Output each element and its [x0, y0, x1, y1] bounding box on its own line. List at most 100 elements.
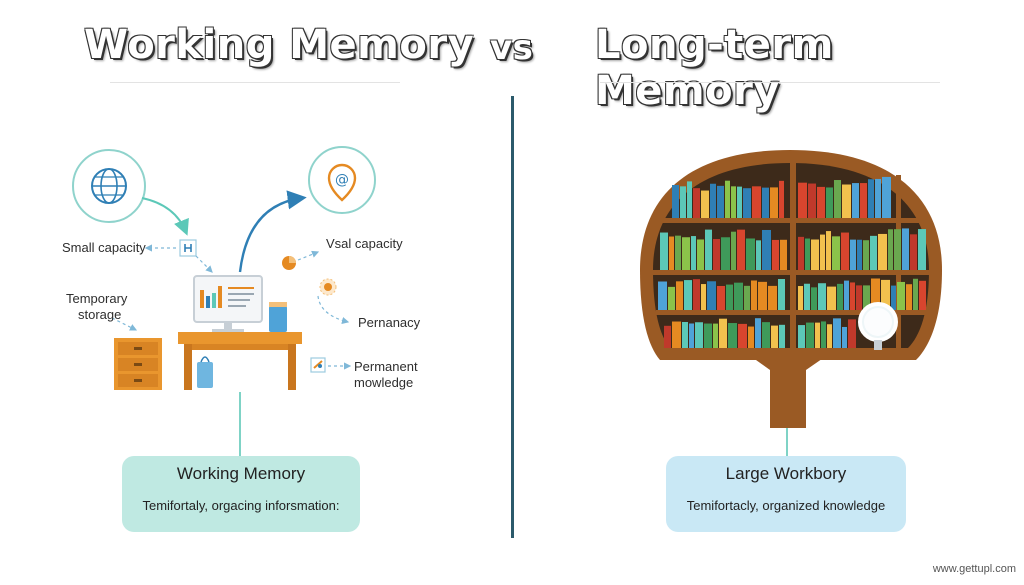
book-spine — [798, 182, 807, 218]
book-spine — [804, 283, 810, 310]
book-spine — [668, 286, 675, 310]
book-spine — [811, 287, 817, 310]
book-spine — [717, 185, 724, 218]
book-spine — [713, 239, 720, 270]
book-spine — [743, 188, 751, 218]
book-spine — [672, 185, 679, 218]
book-spine — [856, 285, 862, 310]
book-spine — [684, 280, 692, 310]
book-spine — [837, 283, 843, 310]
book-spine — [798, 286, 803, 310]
book-spine — [746, 238, 755, 270]
book-spine — [693, 188, 700, 218]
vs-label: vs — [490, 28, 534, 68]
book-spine — [834, 180, 841, 218]
book-spine — [863, 285, 870, 310]
book-spine — [675, 235, 681, 270]
label-vsal-capacity: Vsal capacity — [326, 236, 403, 251]
book-spine — [826, 187, 833, 218]
book-spine — [841, 232, 849, 270]
working-memory-card-text: Temifortaly, orgacing inforsmation: — [142, 498, 340, 513]
book-spine — [894, 229, 901, 270]
bag-icon — [197, 356, 213, 388]
book-spine — [771, 325, 778, 348]
label-small-capacity: Small capacity — [62, 240, 146, 255]
book-spine — [707, 281, 716, 310]
book-spine — [891, 285, 896, 310]
book-spine — [704, 323, 712, 348]
label-pernanacy: Pernanacy — [358, 315, 421, 330]
book-spine — [811, 239, 819, 270]
book-spine — [752, 186, 761, 218]
book-spine — [875, 178, 881, 218]
bookshelf-tree-icon — [640, 150, 942, 428]
working-memory-card-title: Working Memory — [176, 464, 306, 483]
desk-icon — [178, 332, 302, 390]
book-spine — [906, 284, 912, 310]
book-spine — [902, 228, 909, 270]
book-spine — [798, 236, 804, 270]
book-spine — [827, 324, 832, 348]
book-spine — [719, 318, 727, 348]
book-spine — [691, 236, 696, 270]
book-spine — [878, 233, 887, 270]
monitor-icon — [193, 275, 263, 333]
book-spine — [680, 186, 686, 218]
book-spine — [815, 322, 820, 348]
book-spine — [842, 326, 847, 348]
book-spine — [818, 283, 826, 310]
globe-icon — [72, 149, 146, 223]
book-spine — [710, 183, 716, 218]
left-title: Working Memory — [84, 22, 475, 68]
book-spine — [682, 237, 690, 270]
book-spine — [737, 186, 742, 218]
book-spine — [870, 235, 877, 270]
book-spine — [798, 325, 805, 348]
long-term-memory-card: Large Workbory Temifortacly, organized k… — [666, 456, 906, 532]
book-spine — [737, 229, 745, 270]
book-spine — [762, 322, 770, 348]
book-spine — [689, 323, 694, 348]
book-spine — [772, 239, 779, 270]
svg-text:@: @ — [335, 172, 349, 188]
book-spine — [850, 239, 856, 270]
label-permanent: Permanent — [354, 359, 418, 374]
label-temporary: Temporary — [66, 291, 128, 306]
book-spine — [860, 183, 867, 218]
center-divider — [511, 96, 514, 538]
book-spine — [728, 323, 737, 348]
book-spine — [751, 280, 757, 310]
right-title: Long-term Memory — [595, 22, 834, 114]
book-spine — [863, 240, 869, 270]
cup-icon — [269, 302, 287, 332]
book-spine — [695, 322, 703, 348]
book-spine — [850, 282, 855, 310]
book-spine — [701, 190, 709, 218]
book-spine — [913, 278, 918, 310]
label-permanent-knowledge: Permanent mowledge — [354, 359, 418, 391]
footer-credit: www.gettupl.com — [932, 563, 1016, 575]
book-spine — [806, 322, 814, 348]
book-spine — [832, 236, 840, 270]
book-spine — [725, 180, 730, 218]
at-sign-location-icon: @ — [308, 146, 376, 214]
book-spine — [762, 229, 771, 270]
book-spine — [682, 321, 688, 348]
book-spine — [871, 278, 880, 310]
book-spine — [779, 180, 784, 218]
book-spine — [910, 234, 917, 270]
book-spine — [779, 324, 785, 348]
book-spine — [744, 285, 750, 310]
book-spine — [817, 186, 825, 218]
book-spine — [808, 183, 816, 218]
label-storage: storage — [78, 307, 122, 322]
book-spine — [664, 325, 671, 348]
book-spine — [734, 282, 743, 310]
book-spine — [717, 285, 725, 310]
book-spine — [852, 183, 859, 218]
book-spine — [755, 318, 761, 348]
label-mowledge: mowledge — [354, 375, 414, 390]
book-spine — [770, 187, 778, 218]
book-spine — [888, 229, 893, 270]
